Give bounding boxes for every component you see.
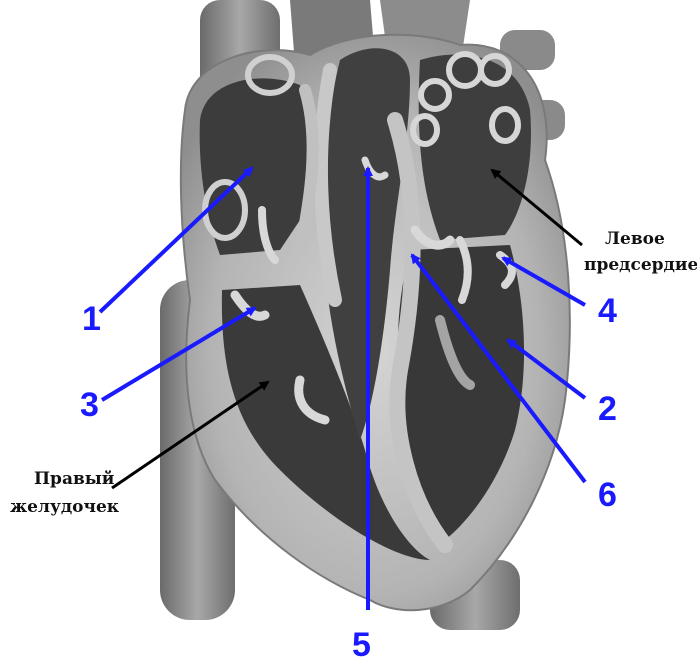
label-2: 2 (598, 390, 617, 428)
label-1: 1 (82, 300, 101, 338)
right-ventricle-label-line2: желудочек (10, 497, 120, 517)
label-3: 3 (80, 386, 99, 424)
right-ventricle-label-line1: Правый (34, 469, 115, 489)
right-atrium-chamber (200, 78, 310, 255)
label-4: 4 (598, 292, 617, 330)
label-5: 5 (352, 626, 371, 664)
left-atrium-label-line1: Левое (605, 229, 665, 249)
label-6: 6 (598, 476, 617, 514)
left-atrium-label-line2: предсердие (584, 255, 697, 275)
